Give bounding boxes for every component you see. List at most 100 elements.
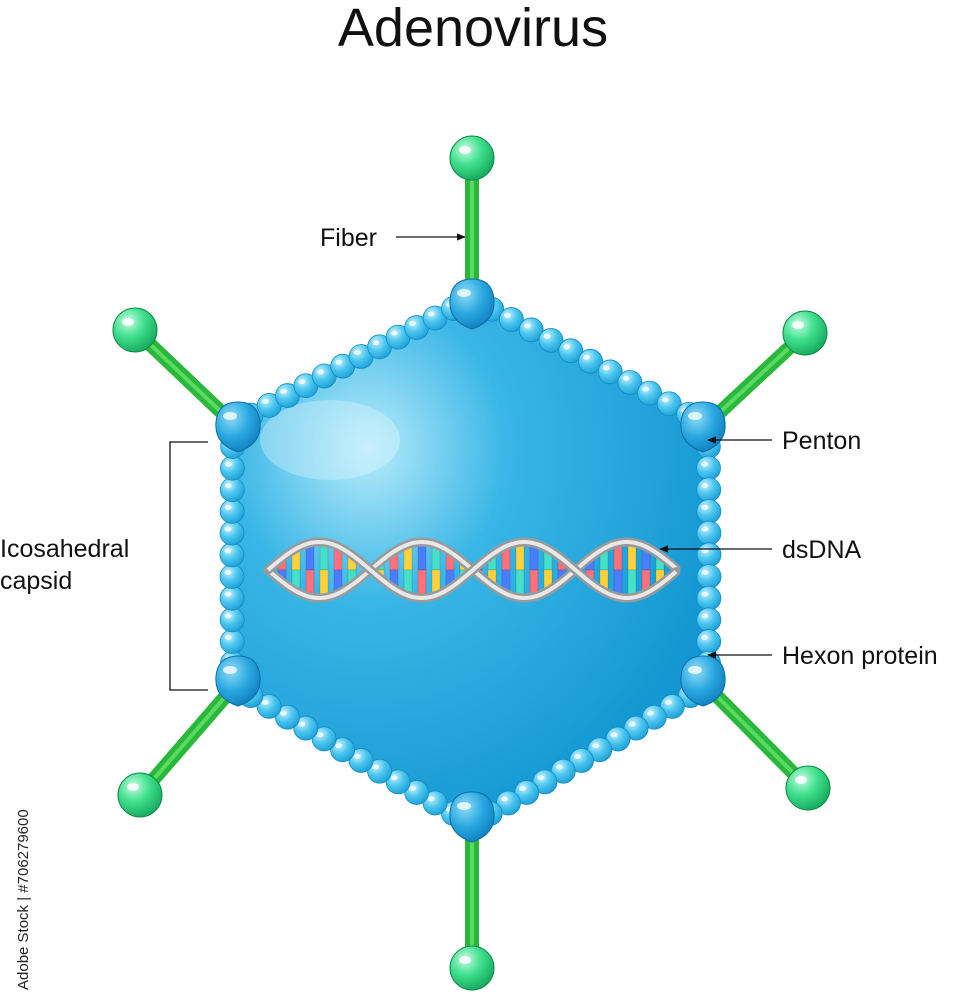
hexon-shine [563, 344, 571, 350]
fiber-knob [112, 307, 158, 353]
hexon-shine [390, 330, 398, 336]
hexon-protein [220, 455, 245, 481]
stock-watermark-id: Adobe Stock | #706279600 [15, 809, 32, 990]
hexon-protein [219, 607, 245, 633]
fiber-knob [117, 772, 163, 818]
hexon-protein [696, 542, 722, 568]
fiber-knob [782, 310, 828, 356]
hexon-shine [543, 333, 551, 339]
hexon-shine [372, 764, 380, 770]
hexon-shine [390, 775, 398, 781]
hexon-protein [219, 499, 245, 524]
fiber-knob-shine [459, 146, 471, 154]
penton-shine [457, 802, 471, 810]
hexon-shine [224, 483, 232, 489]
hexon-shine [500, 796, 508, 802]
hexon-protein [219, 520, 245, 546]
hexon-shine [701, 461, 709, 467]
penton [449, 791, 495, 843]
hexon-shine [409, 785, 417, 791]
hexon-shine [701, 635, 709, 641]
hexon-shine [664, 699, 672, 705]
fiber-stem-highlight [701, 680, 810, 790]
penton-shine [457, 289, 471, 297]
hexon-shine [642, 386, 650, 392]
hexon-protein [696, 629, 722, 654]
hexon-shine [335, 743, 343, 749]
hexon-shine [224, 635, 232, 641]
hexon-shine [701, 591, 709, 597]
penton-shine [688, 666, 702, 674]
fiber-knob-shine [795, 776, 807, 784]
hexon-shine [224, 461, 232, 467]
fiber-stem-highlight [138, 680, 240, 797]
hexon-shine [519, 785, 527, 791]
hexon-shine [224, 504, 232, 510]
hexon-shine [261, 398, 269, 404]
hexon-shine [555, 764, 563, 770]
hexon-shine [279, 710, 287, 716]
capsid-bracket [169, 441, 208, 691]
fiber-knob-shine [127, 783, 139, 791]
hexon-shine [409, 321, 417, 327]
hexon-shine [316, 732, 324, 738]
hexon-shine [280, 389, 288, 395]
hexon-shine [574, 753, 582, 759]
hexon-protein [219, 542, 245, 568]
penton-shine [688, 412, 702, 420]
hexon-shine [628, 721, 636, 727]
hexon-shine [224, 548, 232, 554]
hexon-shine [610, 732, 618, 738]
hexon-shine [646, 710, 654, 716]
hexon-shine [701, 613, 709, 619]
hexon-protein-label: Hexon protein [782, 642, 938, 670]
hexon-shine [353, 349, 361, 355]
hexon-protein [219, 477, 245, 503]
hexon-shine [661, 397, 669, 403]
hexon-shine [701, 483, 709, 489]
fiber-label: Fiber [320, 224, 377, 252]
hexon-shine [261, 699, 269, 705]
hexon-protein [219, 629, 245, 654]
hexon-shine [335, 359, 343, 365]
hexon-shine [592, 743, 600, 749]
hexon-shine [537, 775, 545, 781]
hexon-protein [696, 607, 722, 633]
hexon-shine [298, 721, 306, 727]
hexon-shine [583, 354, 591, 360]
hexon-shine [701, 504, 709, 510]
capsid-body [238, 305, 703, 818]
capsid-label-line1: Icosahedral [0, 535, 129, 563]
hexon-protein [696, 477, 722, 503]
hexon-protein [696, 520, 722, 546]
dsdna-label: dsDNA [782, 536, 862, 564]
hexon-protein [696, 455, 721, 481]
hexon-shine [316, 369, 324, 375]
fiber-knob [785, 765, 831, 811]
hexon-shine [503, 313, 511, 319]
fiber-knob-shine [459, 956, 471, 964]
hexon-shine [523, 323, 531, 329]
penton-shine [223, 666, 237, 674]
hexon-protein [696, 564, 722, 589]
hexon-shine [427, 311, 435, 317]
hexon-shine [701, 526, 709, 532]
page-title: Adenovirus [338, 0, 608, 58]
hexon-shine [353, 753, 361, 759]
hexon-shine [224, 526, 232, 532]
hexon-shine [701, 570, 709, 576]
hexon-shine [224, 570, 232, 576]
hexon-protein [696, 498, 722, 524]
capsid-label-line2: capsid [0, 567, 72, 595]
fiber-knob [449, 135, 495, 181]
dna-backbone-highlight [266, 539, 678, 601]
hexon-shine [298, 379, 306, 385]
hexon-shine [622, 375, 630, 381]
fiber-knob [449, 945, 495, 991]
fiber-knob-shine [792, 321, 804, 329]
penton-shine [223, 412, 237, 420]
hexon-protein [219, 564, 245, 589]
hexon-shine [224, 613, 232, 619]
fiber-knob-shine [122, 318, 134, 326]
